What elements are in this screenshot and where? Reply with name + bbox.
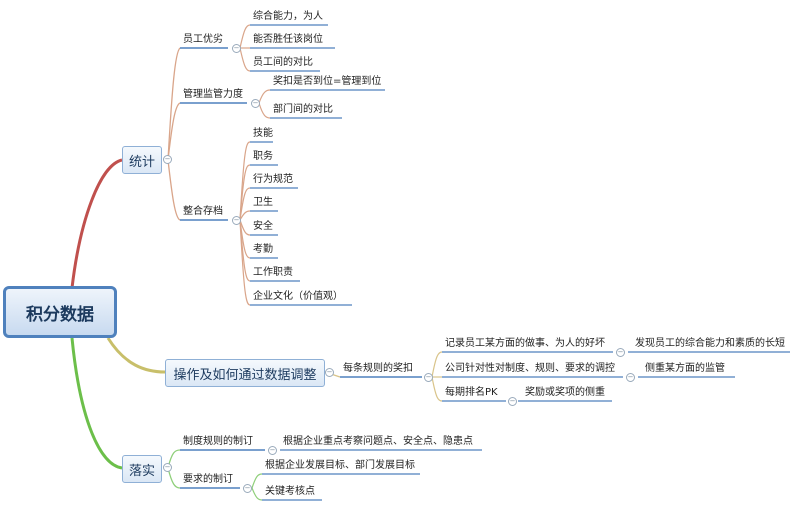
leaf-item[interactable]: 行为规范 [253, 174, 293, 185]
leaf-item[interactable]: 工作职责 [253, 267, 293, 278]
leaf-item[interactable]: 考勤 [253, 244, 273, 255]
collapse-toggle-icon[interactable]: − [163, 155, 172, 164]
leaf-item[interactable]: 部门间的对比 [273, 104, 333, 115]
leaf-item[interactable]: 企业文化（价值观） [253, 291, 343, 302]
collapse-toggle-icon[interactable]: − [508, 397, 517, 406]
node-staff-adv[interactable]: 员工优劣 [183, 34, 223, 45]
collapse-toggle-icon[interactable]: − [626, 373, 635, 382]
leaf-item[interactable]: 员工间的对比 [253, 57, 313, 68]
leaf-item[interactable]: 关键考核点 [265, 486, 315, 497]
leaf-detail[interactable]: 奖励或奖项的侧重 [525, 387, 605, 398]
leaf-item[interactable]: 技能 [253, 128, 273, 139]
collapse-toggle-icon[interactable]: − [163, 463, 172, 472]
node-rule-reward[interactable]: 每条规则的奖扣 [343, 363, 413, 374]
node-archive[interactable]: 整合存档 [183, 206, 223, 217]
collapse-toggle-icon[interactable]: − [243, 484, 252, 493]
leaf-item[interactable]: 卫生 [253, 197, 273, 208]
branch-adjust-line [106, 337, 166, 374]
leaf-item[interactable]: 每期排名PK [445, 387, 498, 398]
collapse-toggle-icon[interactable]: − [232, 216, 241, 225]
collapse-toggle-icon[interactable]: − [616, 348, 625, 357]
leaf-item[interactable]: 公司针对性对制度、规则、要求的调控 [445, 363, 615, 374]
node-stats[interactable]: 统计 [122, 146, 162, 174]
branch-stats-line [70, 158, 123, 289]
leaf-detail[interactable]: 根据企业重点考察问题点、安全点、隐患点 [283, 436, 473, 447]
node-mgmt[interactable]: 管理监管力度 [183, 89, 243, 100]
node-implement[interactable]: 落实 [122, 455, 162, 483]
leaf-item[interactable]: 能否胜任该岗位 [253, 34, 323, 45]
collapse-toggle-icon[interactable]: − [325, 368, 334, 377]
leaf-item[interactable]: 安全 [253, 221, 273, 232]
leaf-detail[interactable]: 发现员工的综合能力和素质的长短 [635, 338, 785, 349]
root-node[interactable]: 积分数据 [3, 286, 117, 338]
leaf-item[interactable]: 职务 [253, 151, 273, 162]
node-rules[interactable]: 制度规则的制订 [183, 436, 253, 447]
leaf-item[interactable]: 根据企业发展目标、部门发展目标 [265, 460, 415, 471]
node-adjust[interactable]: 操作及如何通过数据调整 [165, 359, 325, 387]
branch-implement-line [70, 337, 123, 470]
leaf-detail[interactable]: 侧重某方面的监管 [645, 363, 725, 374]
node-reqs[interactable]: 要求的制订 [183, 474, 233, 485]
collapse-toggle-icon[interactable]: − [268, 446, 277, 455]
collapse-toggle-icon[interactable]: − [424, 373, 433, 382]
leaf-item[interactable]: 奖扣是否到位=管理到位 [273, 76, 382, 87]
collapse-toggle-icon[interactable]: − [232, 44, 241, 53]
collapse-toggle-icon[interactable]: − [251, 99, 260, 108]
leaf-item[interactable]: 综合能力，为人 [253, 11, 323, 22]
leaf-item[interactable]: 记录员工某方面的做事、为人的好坏 [445, 338, 605, 349]
